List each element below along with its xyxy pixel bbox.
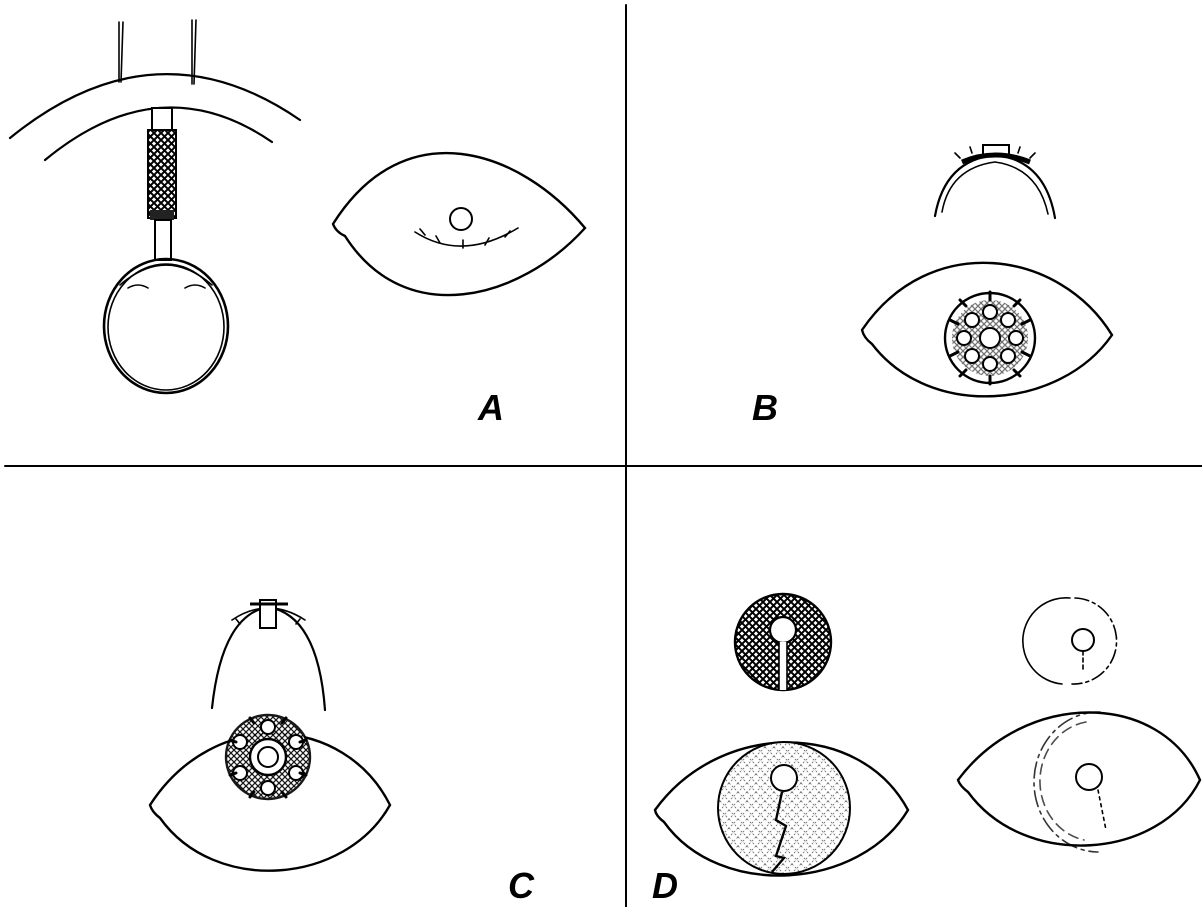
- panel-b: B: [752, 145, 1112, 428]
- panel-b-label: B: [752, 387, 778, 428]
- panel-d-clear-disc: [1023, 598, 1117, 684]
- panel-d-hatched-disc: [735, 594, 831, 690]
- panel-d-eye-hatched: [655, 742, 908, 876]
- panel-b-side-view: [935, 145, 1055, 218]
- panel-a-eye-frontal: [333, 153, 585, 295]
- panel-d-eye-clear: [958, 712, 1200, 852]
- panel-d-label: D: [652, 865, 678, 906]
- panel-a: A: [10, 20, 585, 428]
- panel-a-label: A: [477, 387, 504, 428]
- panel-c-label: C: [508, 865, 535, 906]
- panel-b-eye-frontal: [862, 263, 1112, 397]
- panel-c-side-view: [212, 600, 325, 710]
- panel-a-trephine-illustration: [10, 20, 300, 393]
- panel-c-eye-frontal: [150, 715, 390, 871]
- panel-d: D: [652, 594, 1200, 906]
- panel-c: C: [150, 600, 535, 906]
